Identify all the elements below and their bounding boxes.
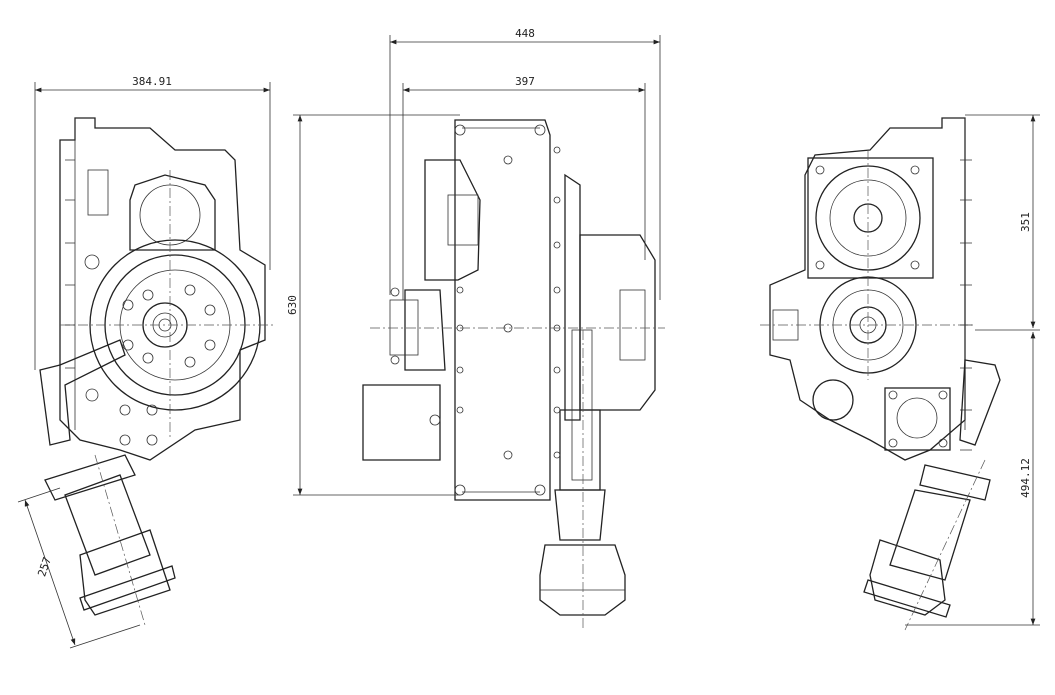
dimension-lines bbox=[17, 35, 1040, 649]
dim-right-lower-height: 494.12 bbox=[1019, 458, 1032, 498]
dim-middle-inner-width: 397 bbox=[515, 75, 535, 88]
right-view bbox=[760, 117, 1001, 631]
middle-view bbox=[362, 119, 665, 630]
dim-right-upper-height: 351 bbox=[1019, 212, 1032, 232]
dim-middle-height: 630 bbox=[286, 295, 299, 315]
left-view bbox=[39, 117, 275, 626]
dim-left-cylinder-length: 257 bbox=[35, 555, 54, 578]
dim-left-width: 384.91 bbox=[132, 75, 172, 88]
dim-middle-overall-width: 448 bbox=[515, 27, 535, 40]
